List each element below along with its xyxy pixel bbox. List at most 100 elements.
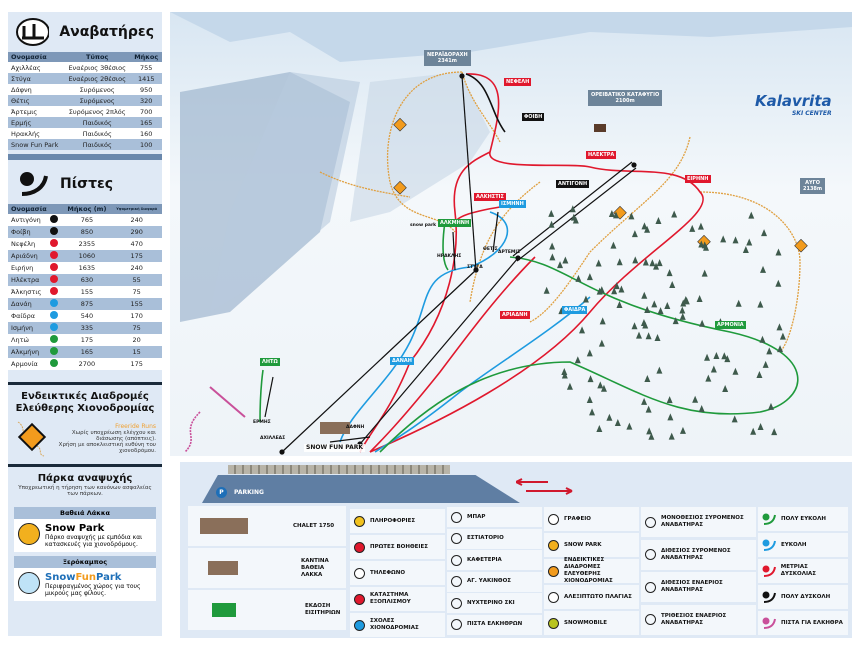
tree xyxy=(698,405,705,413)
service-1-label: ΕΣΤΙΑΤΟΡΙΟ xyxy=(467,535,504,541)
tree xyxy=(645,332,652,340)
building-0-label: CHALET 1750 xyxy=(293,522,335,529)
tree xyxy=(632,256,639,264)
table-cell: Παιδικός xyxy=(63,117,131,128)
tree xyxy=(669,280,676,288)
freeride-diamond-icon xyxy=(17,421,47,457)
facility-4: ΣΧΟΛΕΣ ΧΙΟΝΟΔΡΟΜΙΑΣ xyxy=(350,613,445,637)
building-2-label: ΕΚΔΟΣΗ ΕΙΣΙΤΗΡΙΩΝ xyxy=(305,603,341,616)
tree xyxy=(702,243,709,251)
piste-drop: 240 xyxy=(111,262,162,274)
lift-type-0: ΜΟΝΟΘΕΣΙΟΣ ΣΥΡΟΜΕΝΟΣ ΑΝΑΒΑΤΗΡΑΣ xyxy=(641,507,756,537)
piste-name: Φαίδρα xyxy=(8,310,48,322)
tree xyxy=(549,253,556,261)
tree xyxy=(598,286,605,294)
tree xyxy=(732,236,739,244)
difficulty-2: ΜΕΤΡΙΑΣ ΔΥΣΚΟΛΙΑΣ xyxy=(758,559,848,583)
table-cell: Στύγα xyxy=(8,73,64,84)
tree xyxy=(648,432,655,440)
service-icon xyxy=(451,597,462,609)
tree xyxy=(612,211,619,219)
difficulty-1: ΕΥΚΟΛΗ xyxy=(758,533,848,557)
tree xyxy=(679,312,686,320)
canteen-icon xyxy=(208,561,238,575)
table-cell: Παιδικός xyxy=(63,128,131,139)
piste-label-alkmini: ΑΛΚΜΗΝΗ xyxy=(438,219,472,227)
tree xyxy=(641,397,648,405)
tree xyxy=(548,209,555,217)
facility-0-label: ΠΛΗΡΟΦΟΡΙΕΣ xyxy=(370,517,416,524)
difficulty-dot xyxy=(47,322,63,334)
difficulty-dot xyxy=(47,298,63,310)
service-icon xyxy=(451,533,462,544)
piste-length: 630 xyxy=(62,274,112,286)
piste-length: 1060 xyxy=(62,250,112,262)
tree xyxy=(668,432,675,440)
difficulty-0-label: ΠΟΛΥ ΕΥΚΟΛΗ xyxy=(781,515,826,522)
piste-drop: 290 xyxy=(111,226,162,238)
tree xyxy=(759,335,766,343)
facility-icon xyxy=(354,515,365,527)
tree xyxy=(613,282,620,290)
feature-4-label: SNOWMOBILE xyxy=(564,619,607,626)
difficulty-3-label: ΠΟΛΥ ΔΥΣΚΟΛΗ xyxy=(781,593,831,600)
table-cell: Παιδικός xyxy=(63,139,131,150)
freeride-section: Ενδεικτικές Διαδρομές Ελεύθερης Χιονοδρο… xyxy=(8,382,162,464)
tree xyxy=(656,259,663,267)
difficulty-4-label: ΠΙΣΤΑ ΓΙΑ ΕΛΚΗΘΡΑ xyxy=(781,619,843,626)
tree xyxy=(628,212,635,220)
lift-label-thetis: ΘΕΤΙΣ xyxy=(483,247,498,252)
tree xyxy=(548,220,555,228)
tree xyxy=(679,306,686,314)
tree xyxy=(557,261,564,269)
tree xyxy=(671,210,678,218)
piste-length: 1635 xyxy=(62,262,112,274)
tree xyxy=(705,374,712,382)
tree xyxy=(618,285,625,293)
freeride-text-2: Χρήση με αποκλειστική ευθύνη του χιονοδρ… xyxy=(58,441,156,454)
lift-type-1: ΔΙΘΕΣΙΟΣ ΣΥΡΟΜΕΝΟΣ ΑΝΑΒΑΤΗΡΑΣ xyxy=(641,539,756,570)
lift-label-iraklis: ΗΡΑΚΛΗΣ xyxy=(437,254,462,259)
facility-1: ΠΡΩΤΕΣ ΒΟΗΘΕΙΕΣ xyxy=(350,535,445,559)
difficulty-icon xyxy=(762,565,776,577)
tree xyxy=(724,355,731,363)
table-cell: 160 xyxy=(130,128,162,139)
piste-label-ariadni: ΑΡΙΑΔΝΗ xyxy=(500,311,530,319)
feature-2: ΕΝΔΕΙΚΤΙΚΕΣ ΔΙΑΔΡΟΜΕΣ ΕΛΕΥΘΕΡΗΣ ΧΙΟΝΟΔΡΟ… xyxy=(544,557,639,584)
tree xyxy=(722,384,729,392)
tree xyxy=(566,382,573,390)
tree xyxy=(720,235,727,243)
lift-label-ermis: ΕΡΜΗΣ xyxy=(253,420,271,425)
tree xyxy=(606,413,613,421)
tree xyxy=(649,259,656,267)
difficulty-2-label: ΜΕΤΡΙΑΣ ΔΥΣΚΟΛΙΑΣ xyxy=(780,564,817,577)
piste-length: 540 xyxy=(62,310,112,322)
freeride-subtitle: Freeride Runs xyxy=(115,422,156,430)
ticket-office-icon xyxy=(212,603,236,617)
tree xyxy=(761,229,768,237)
tree xyxy=(696,295,703,303)
tree xyxy=(654,333,661,341)
tree xyxy=(672,317,679,325)
tree xyxy=(666,269,673,277)
feature-1: SNOW PARK xyxy=(544,533,639,557)
table-cell: 700 xyxy=(130,106,162,117)
cars-row xyxy=(228,465,450,474)
freeride-text: Χωρίς υποχρέωση ελέγχου και διάσωσης (απ… xyxy=(71,429,156,442)
building-2: ΕΚΔΟΣΗ ΕΙΣΙΤΗΡΙΩΝ xyxy=(188,590,346,630)
tree xyxy=(616,258,623,266)
service-2: ΚΑΦΕΤΕΡΙΑ xyxy=(447,550,542,570)
service-icon xyxy=(451,619,462,630)
lift-label-artemis: ΑΡΤΕΜΙΣ xyxy=(498,250,521,255)
lift-label-styga: ΣΤΥΓΑ xyxy=(467,265,483,270)
lifts-title: Αναβατήρες xyxy=(59,24,154,40)
lifts-header-cell: Μήκος xyxy=(130,52,162,62)
table-cell: Θέτις xyxy=(8,95,64,106)
lifts-header-cell: Ονομασία xyxy=(8,52,64,62)
